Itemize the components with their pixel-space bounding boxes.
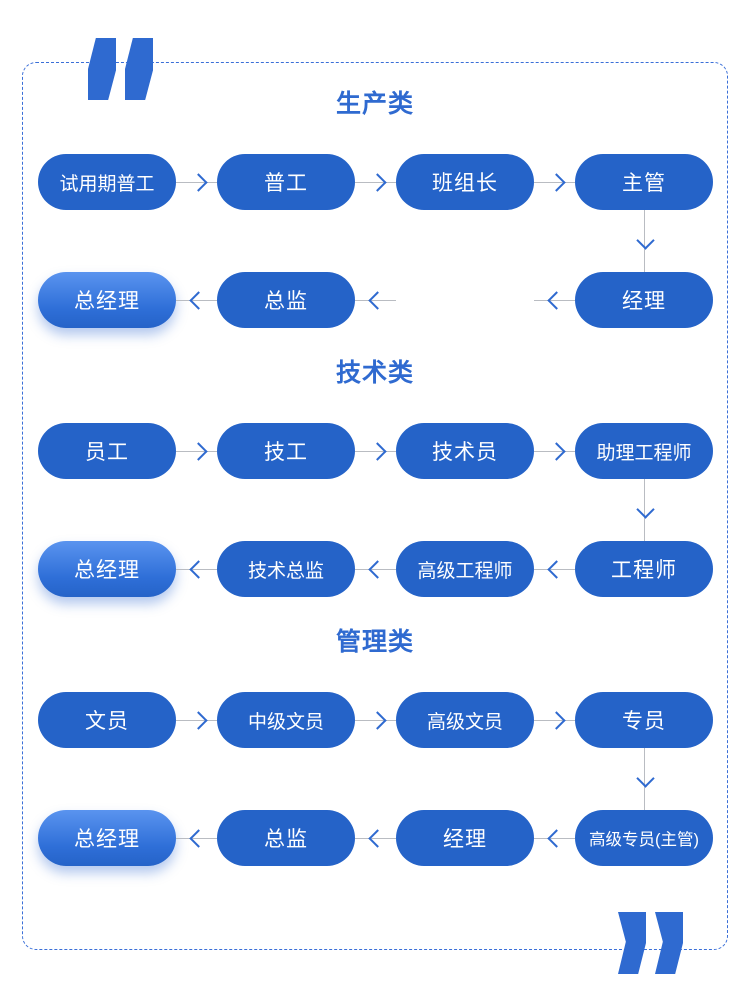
arrow-left-icon (546, 560, 566, 579)
connector-line (534, 300, 575, 301)
role-pill[interactable]: 专员 (575, 692, 713, 748)
arrow-right-icon (546, 173, 566, 192)
arrow-left-icon (546, 291, 566, 310)
section-title: 技术类 (335, 359, 414, 387)
connector-line (355, 182, 396, 183)
connector-line (355, 569, 396, 570)
role-pill[interactable]: 试用期普工 (38, 154, 176, 210)
pipeline-row-1: 试用期普工普工班组长主管 (22, 154, 728, 210)
connector-line (355, 838, 396, 839)
open-quote-icon (88, 38, 153, 100)
connector-line (355, 451, 396, 452)
section-2: 技术类员工技工技术员助理工程师总经理技术总监高级工程师工程师 (22, 359, 728, 597)
arrow-right-icon (188, 173, 208, 192)
pipeline-row-2: 总经理技术总监高级工程师工程师 (22, 541, 728, 597)
role-pill-highlighted[interactable]: 总经理 (38, 541, 176, 597)
dashed-frame (22, 62, 728, 950)
connector-line (534, 838, 575, 839)
section-title: 生产类 (335, 90, 414, 118)
role-pill[interactable]: 主管 (575, 154, 713, 210)
arrow-left-icon (188, 560, 208, 579)
role-pill[interactable]: 普工 (217, 154, 355, 210)
arrow-down-icon (636, 231, 655, 250)
arrow-right-icon (367, 442, 387, 461)
role-pill[interactable]: 技术总监 (217, 541, 355, 597)
connector-line (176, 451, 217, 452)
role-pill-highlighted[interactable]: 总经理 (38, 272, 176, 328)
connector-line (534, 720, 575, 721)
pipeline-row-2: 总经理总监经理高级专员(主管) (22, 810, 728, 866)
role-pill[interactable]: 文员 (38, 692, 176, 748)
arrow-left-icon (188, 291, 208, 310)
connector-line (176, 182, 217, 183)
role-pill[interactable]: 员工 (38, 423, 176, 479)
arrow-left-icon (546, 829, 566, 848)
career-path-diagram: 生产类试用期普工普工班组长主管总经理总监经理技术类员工技工技术员助理工程师总经理… (22, 62, 728, 950)
arrow-left-icon (367, 829, 387, 848)
role-pill[interactable]: 中级文员 (217, 692, 355, 748)
arrow-right-icon (546, 442, 566, 461)
role-pill[interactable]: 班组长 (396, 154, 534, 210)
connector-line-vertical (644, 748, 645, 810)
role-pill-highlighted[interactable]: 总经理 (38, 810, 176, 866)
close-quote-icon (618, 912, 683, 974)
section-1: 生产类试用期普工普工班组长主管总经理总监 经理 (22, 90, 728, 328)
arrow-right-icon (367, 711, 387, 730)
connector-line-vertical (644, 210, 645, 272)
connector-line (534, 451, 575, 452)
pipeline-row-2: 总经理总监 经理 (22, 272, 728, 328)
arrow-right-icon (188, 711, 208, 730)
role-pill[interactable]: 经理 (396, 810, 534, 866)
role-pill[interactable]: 技术员 (396, 423, 534, 479)
arrow-right-icon (367, 173, 387, 192)
pipeline-row-1: 文员中级文员高级文员专员 (22, 692, 728, 748)
role-pill[interactable]: 高级文员 (396, 692, 534, 748)
connector-line (534, 182, 575, 183)
role-pill[interactable]: 总监 (217, 810, 355, 866)
arrow-right-icon (546, 711, 566, 730)
connector-line (176, 569, 217, 570)
connector-line-vertical (644, 479, 645, 541)
role-pill[interactable]: 总监 (217, 272, 355, 328)
role-pill[interactable]: 工程师 (575, 541, 713, 597)
pipeline-row-1: 员工技工技术员助理工程师 (22, 423, 728, 479)
arrow-left-icon (367, 560, 387, 579)
arrow-left-icon (367, 291, 387, 310)
section-3: 管理类文员中级文员高级文员专员总经理总监经理高级专员(主管) (22, 628, 728, 866)
section-title: 管理类 (335, 628, 414, 656)
role-pill[interactable]: 助理工程师 (575, 423, 713, 479)
connector-line (534, 569, 575, 570)
connector-line (176, 300, 217, 301)
role-pill[interactable]: 经理 (575, 272, 713, 328)
arrow-right-icon (188, 442, 208, 461)
role-pill[interactable]: 高级工程师 (396, 541, 534, 597)
connector-line (176, 720, 217, 721)
arrow-down-icon (636, 500, 655, 519)
connector-line (355, 720, 396, 721)
arrow-down-icon (636, 769, 655, 788)
role-pill[interactable]: 技工 (217, 423, 355, 479)
role-pill[interactable]: 高级专员(主管) (575, 810, 713, 866)
connector-line (176, 838, 217, 839)
arrow-left-icon (188, 829, 208, 848)
connector-line (355, 300, 396, 301)
